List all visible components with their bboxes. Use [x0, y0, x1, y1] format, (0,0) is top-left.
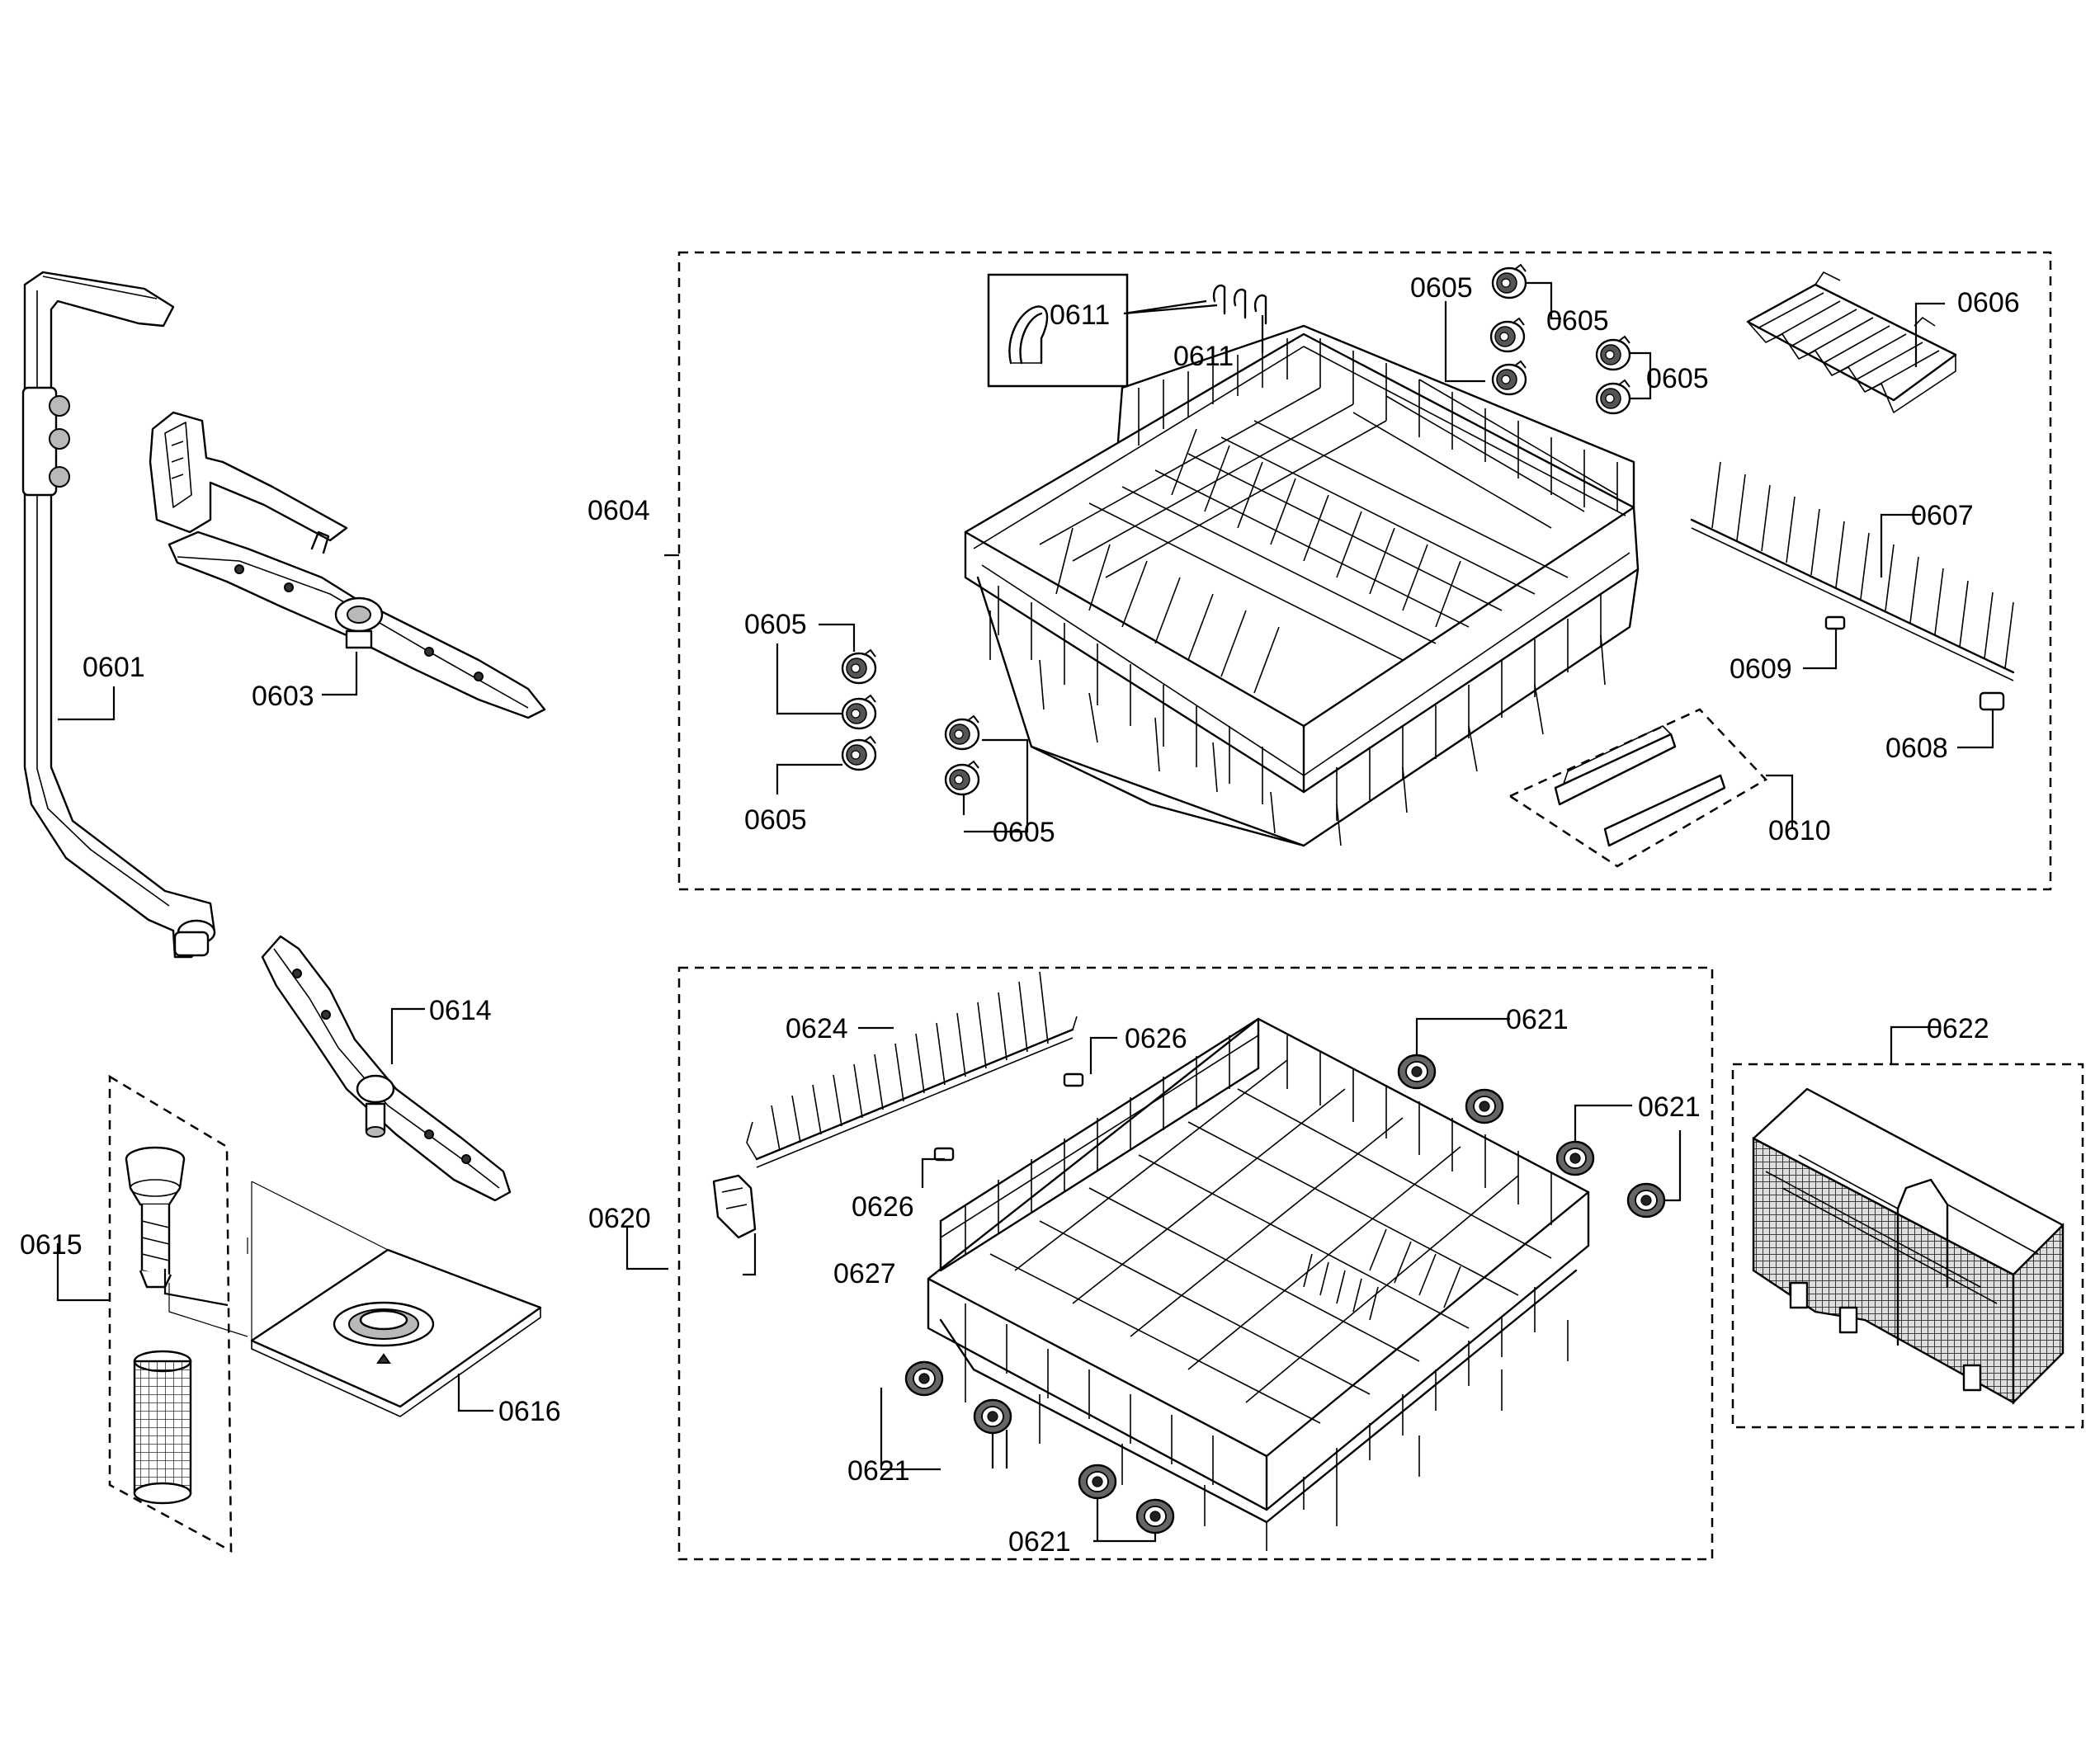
label-0611-detail: 0611: [1050, 299, 1110, 331]
label-0624: 0624: [786, 1013, 848, 1044]
label-0626-b: 0626: [852, 1191, 914, 1223]
group-box-cutlery-basket: [1731, 1063, 2084, 1429]
part-0605-wheels: [841, 263, 1631, 796]
label-0606: 0606: [1957, 287, 2020, 318]
part-0604-upper-rack: [964, 324, 1640, 847]
label-0605-c: 0605: [1646, 363, 1709, 394]
leader-lines: [56, 281, 1994, 1543]
group-box-upper-rack: [677, 251, 2052, 891]
label-0605-a: 0605: [1410, 272, 1473, 304]
label-0621-d: 0621: [1008, 1526, 1071, 1558]
group-box-rail-clips: [1508, 708, 1767, 868]
part-0620-lower-rack: [927, 1017, 1590, 1551]
group-box-filter: [108, 1074, 233, 1553]
label-0621-c: 0621: [847, 1455, 910, 1487]
label-0611: 0611: [1173, 341, 1234, 372]
label-0605-b: 0605: [1546, 305, 1609, 337]
label-0605-d: 0605: [744, 609, 807, 640]
label-0621-b: 0621: [1638, 1091, 1701, 1123]
label-0622: 0622: [1927, 1013, 1989, 1044]
group-box-lower-rack: [677, 966, 1714, 1561]
label-0609: 0609: [1730, 653, 1792, 685]
label-0601: 0601: [83, 652, 145, 683]
part-0606-cup-shelf: [1746, 271, 1957, 413]
group-box-hook-detail: [987, 273, 1129, 388]
part-0626-clips: [933, 1072, 1084, 1162]
label-0605-e: 0605: [744, 804, 807, 836]
part-0608-clip: [1979, 691, 2005, 711]
label-0626-a: 0626: [1125, 1023, 1187, 1054]
label-0620: 0620: [588, 1203, 651, 1234]
label-0610: 0610: [1768, 815, 1831, 846]
part-0616-filter-plate: [247, 1181, 542, 1417]
part-0622-cutlery-basket: [1752, 1087, 2065, 1405]
label-0621-a: 0621: [1506, 1004, 1569, 1035]
part-0621-wheels: [904, 1054, 1666, 1534]
part-0609-clip: [1824, 615, 1846, 630]
part-0601-riser-pipe: [21, 271, 216, 959]
label-0614: 0614: [429, 995, 492, 1026]
part-0610-rail-clips: [1554, 725, 1726, 847]
part-0614-lower-spray-arm: [261, 935, 512, 1202]
label-0627: 0627: [833, 1258, 896, 1289]
part-0627-bracket: [712, 1174, 757, 1239]
part-0603-upper-spray-arm: [149, 411, 546, 719]
label-0616: 0616: [498, 1396, 561, 1427]
part-0607-folding-tines: [1690, 461, 2015, 681]
part-0611-hooks: [1008, 284, 1267, 365]
label-0608: 0608: [1885, 733, 1948, 764]
label-0615: 0615: [20, 1229, 83, 1261]
label-0605-f: 0605: [993, 817, 1055, 848]
label-0607: 0607: [1911, 500, 1974, 531]
part-number-labels: 0601 0603 0604 0611 0611 0605 0605 0605 …: [20, 272, 2020, 1558]
label-0604: 0604: [588, 495, 650, 526]
part-0615-filter-assembly: [125, 1146, 248, 1505]
part-0624-folding-tines: [746, 971, 1078, 1168]
label-0603: 0603: [252, 681, 314, 712]
